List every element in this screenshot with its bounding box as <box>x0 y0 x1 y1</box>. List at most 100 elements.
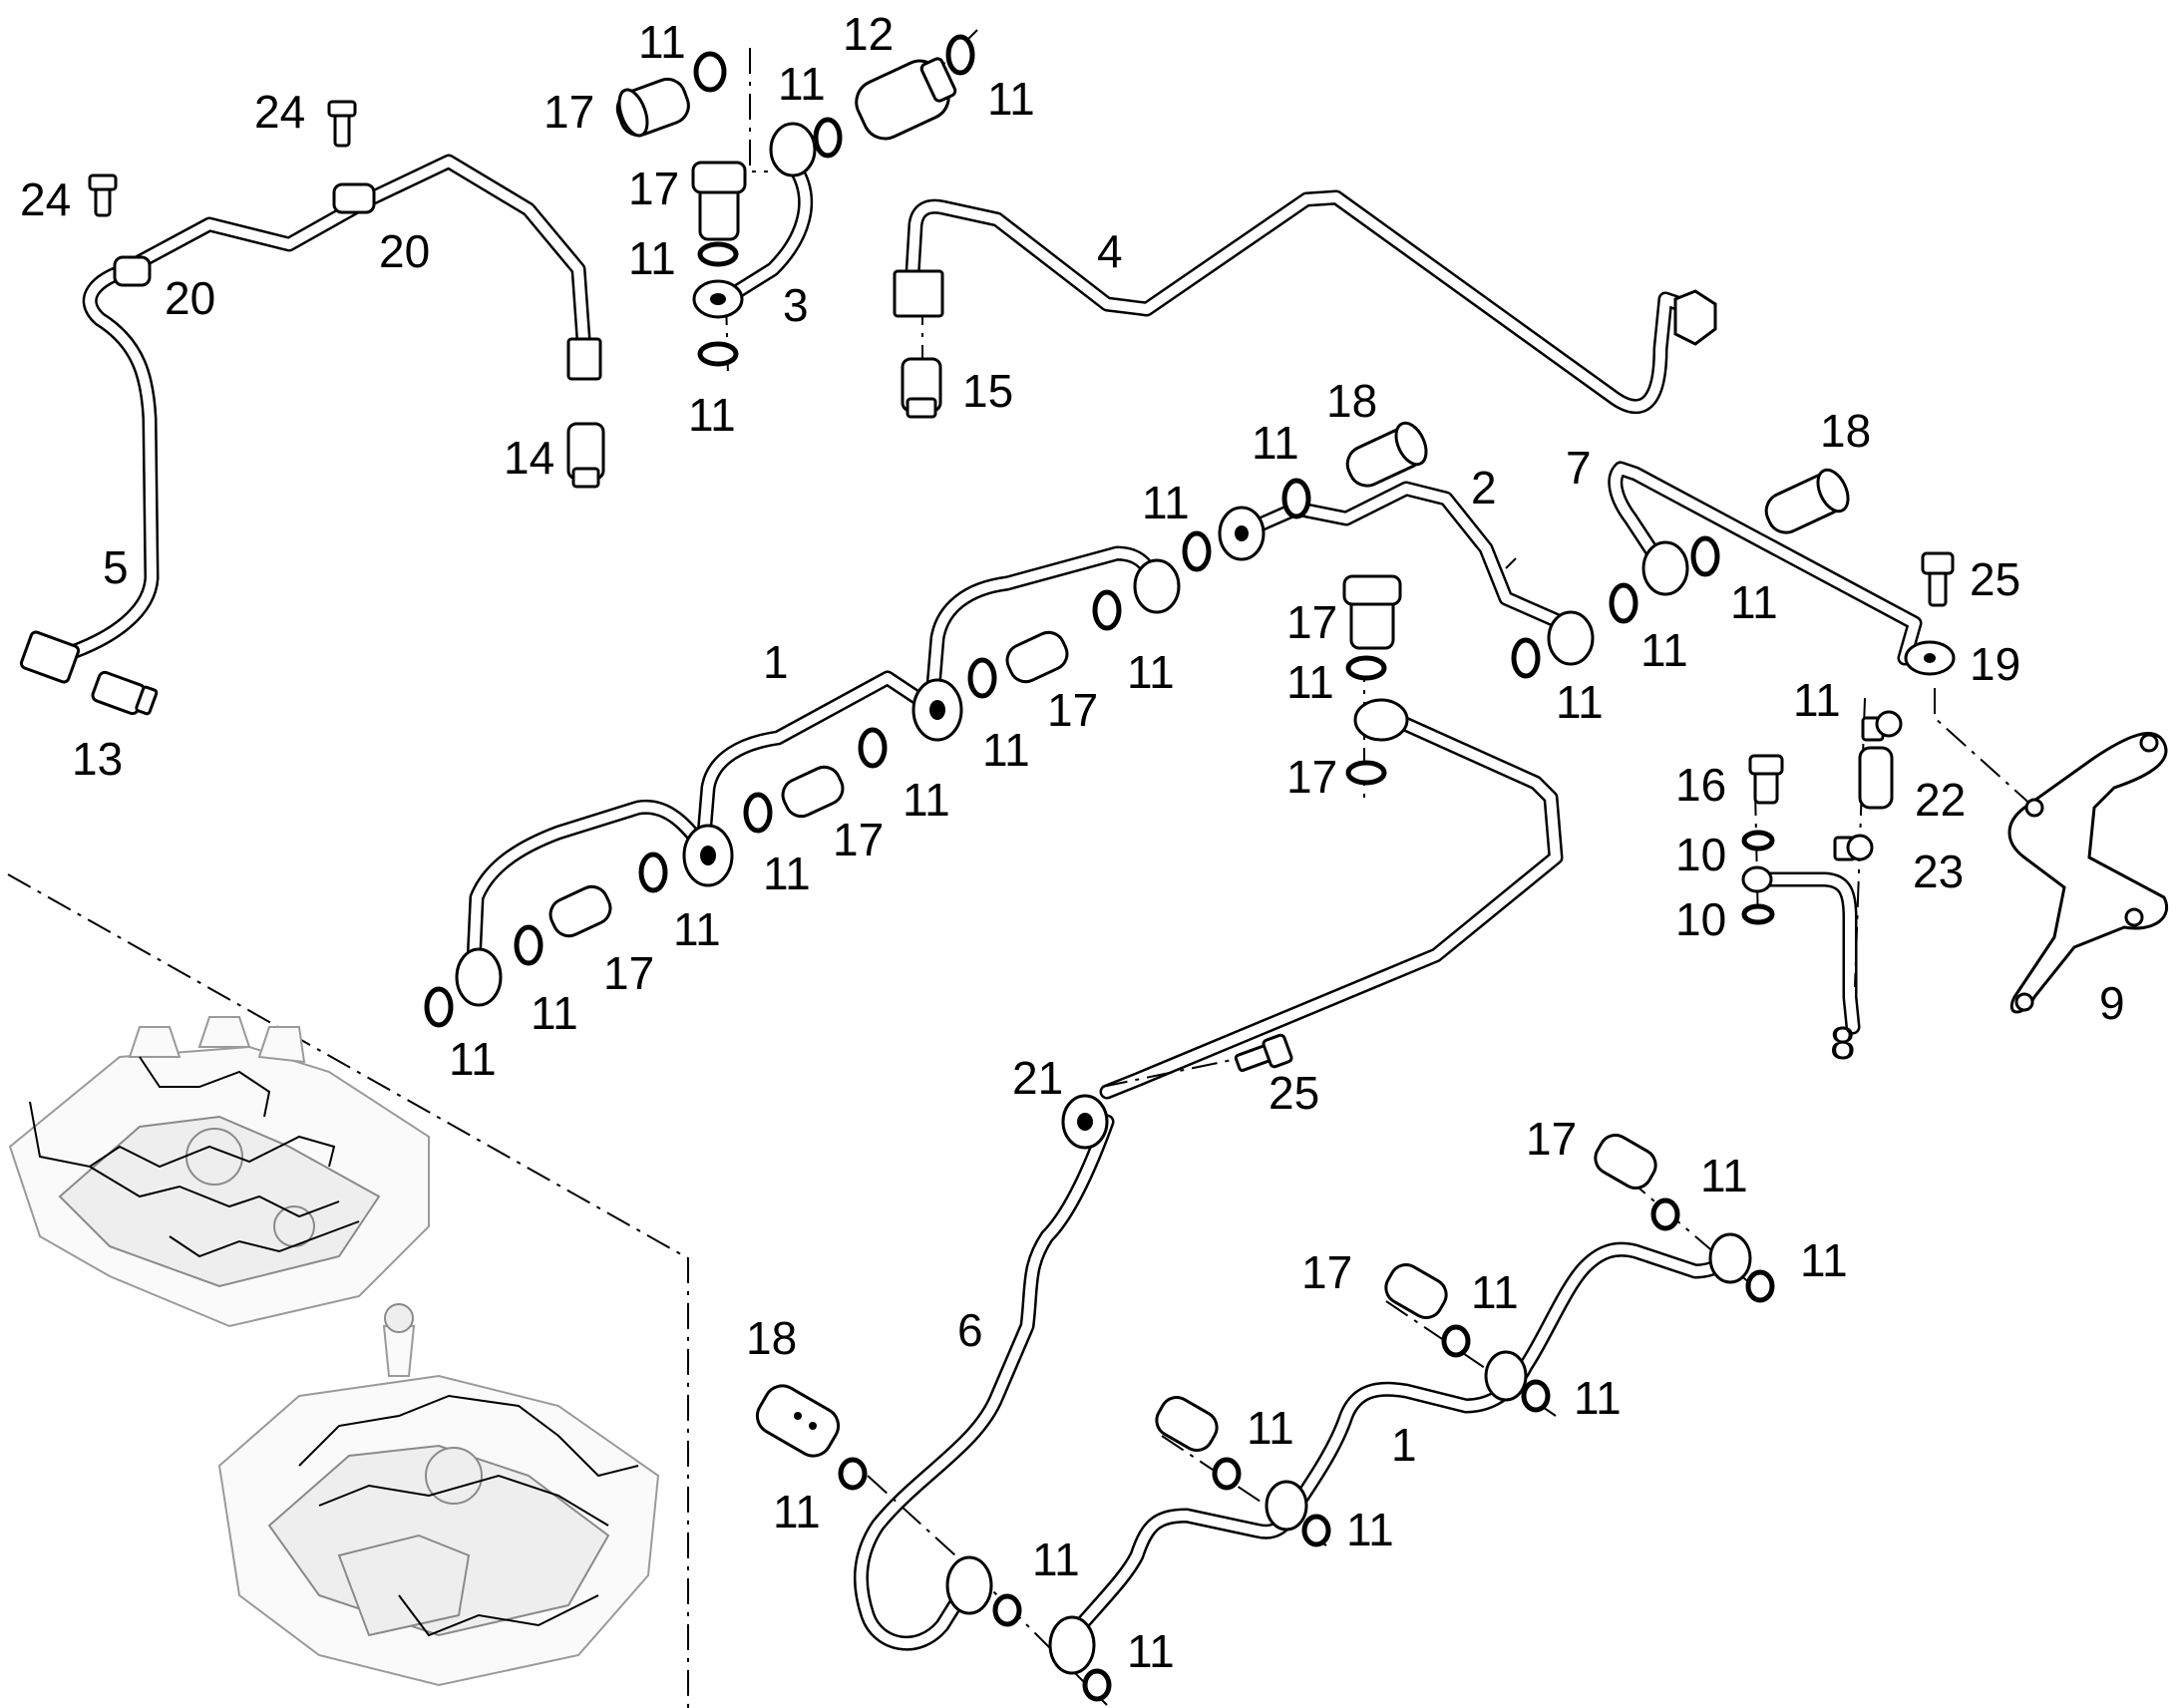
callout: 13 <box>72 733 123 785</box>
ring-19-icon <box>1904 640 1956 676</box>
connector-13-icon <box>91 670 159 716</box>
callout: 11 <box>673 903 721 955</box>
pipe-1-lower <box>1064 1241 1738 1643</box>
nut-4-icon <box>1673 289 1717 346</box>
pipe-1-upper <box>466 545 1160 970</box>
callout: 11 <box>1252 417 1299 469</box>
callout: 16 <box>1675 759 1726 811</box>
callout: 18 <box>746 1312 797 1364</box>
callout: 11 <box>628 232 676 284</box>
callout: 17 <box>1286 596 1337 648</box>
callout: 4 <box>1097 225 1123 277</box>
clip-23-a-icon <box>1861 710 1903 742</box>
callout: 11 <box>1127 1625 1175 1677</box>
callout: 11 <box>688 389 736 441</box>
callout: 12 <box>843 8 894 60</box>
callout: 11 <box>773 1486 821 1537</box>
clamp-20-b-icon <box>332 182 376 214</box>
banjo-bolt-17-c-icon <box>1342 574 1402 650</box>
callout: 11 <box>1640 624 1688 676</box>
callout: 11 <box>778 58 826 110</box>
bolt-24-b-icon <box>327 100 357 148</box>
banjo-bolt-17-g-icon <box>1594 1134 1657 1190</box>
callout: 3 <box>783 279 809 331</box>
banjo-bolt-17-e-icon <box>781 765 845 819</box>
callout: 22 <box>1915 774 1966 826</box>
callout: 7 <box>1566 442 1592 494</box>
callout: 17 <box>544 86 594 138</box>
callout: 17 <box>833 814 884 865</box>
callout: 11 <box>763 848 811 899</box>
callout: 17 <box>1286 751 1337 803</box>
banjo-bolt-17-f-icon <box>548 884 612 938</box>
callout: 11 <box>531 987 578 1039</box>
banjo-bolt-17-b-icon <box>691 161 747 241</box>
engine-view-bottom-icon <box>217 1303 660 1687</box>
pipe-7 <box>1608 461 1923 666</box>
inset-divider-line <box>7 873 689 1708</box>
callout: 15 <box>962 365 1013 417</box>
callout: 11 <box>1346 1504 1394 1555</box>
bolt-25-a-icon <box>1921 551 1955 607</box>
callout: 20 <box>165 272 215 324</box>
callout: 11 <box>1800 1234 1848 1286</box>
callout: 10 <box>1675 829 1726 880</box>
banjo-eye-7 <box>1641 540 1689 596</box>
bolt-16-icon <box>1748 754 1784 805</box>
callout: 11 <box>987 73 1035 125</box>
callout: 10 <box>1675 893 1726 945</box>
banjo-eye-16 <box>1708 1232 1752 1284</box>
pipe-4 <box>905 189 1703 415</box>
banjo-eye-12 <box>945 1555 993 1615</box>
banjo-eye-5 <box>1218 506 1266 561</box>
callout: 11 <box>449 1033 497 1085</box>
pipe-6 <box>853 1114 1115 1651</box>
check-valve-12-icon <box>855 57 957 141</box>
bracket-9-icon <box>2007 732 2168 1014</box>
callout: 2 <box>1471 462 1497 513</box>
pipe-8 <box>1752 871 1861 1035</box>
callout: 24 <box>20 173 71 225</box>
banjo-eye-1 <box>455 947 503 1007</box>
banjo-eye-6 <box>1547 610 1595 666</box>
banjo-bolt-18-c-icon <box>755 1384 841 1458</box>
pipe-20 <box>122 154 591 347</box>
callout: 20 <box>379 225 430 277</box>
callout: 11 <box>1471 1266 1519 1318</box>
callout: 11 <box>1793 674 1841 726</box>
callout: 1 <box>763 636 789 688</box>
callout: 24 <box>254 86 305 138</box>
callout: 21 <box>1012 1052 1063 1104</box>
banjo-bolt-18-b-icon <box>1764 468 1850 534</box>
callout: 11 <box>1247 1402 1294 1454</box>
bolt-25-b-icon <box>1234 1033 1293 1073</box>
callout: 17 <box>1047 684 1098 736</box>
callout: 9 <box>2099 977 2125 1029</box>
callout: 11 <box>982 724 1030 776</box>
nut-14-icon <box>566 337 602 381</box>
callout: 11 <box>1142 477 1190 528</box>
callout: 11 <box>1730 576 1778 628</box>
callout: 1 <box>1391 1419 1417 1471</box>
banjo-eye-4 <box>1133 558 1181 614</box>
callout: 17 <box>1526 1113 1577 1165</box>
banjo-eye-13 <box>1048 1615 1096 1675</box>
banjo-bolt-17-a-icon <box>615 77 690 138</box>
callout: 25 <box>1269 1067 1319 1119</box>
banjo-eye-8 <box>769 122 817 177</box>
callout: 11 <box>1286 656 1334 708</box>
nut-15-icon <box>893 269 944 318</box>
callout: 25 <box>1970 553 2020 605</box>
engine-inset-panel <box>7 873 689 1708</box>
banjo-bolt-18-a-icon <box>1345 421 1428 488</box>
callout: 23 <box>1913 846 1964 897</box>
callout: 17 <box>1301 1246 1352 1298</box>
callout: 11 <box>1556 676 1604 728</box>
callout: 11 <box>638 16 686 68</box>
banjo-bolt-17-d-icon <box>1005 630 1069 684</box>
connector-14-icon <box>566 422 605 489</box>
banjo-eye-2 <box>682 824 734 887</box>
banjo-eye-3 <box>911 678 963 742</box>
banjo-eye-10 <box>1353 698 1409 742</box>
